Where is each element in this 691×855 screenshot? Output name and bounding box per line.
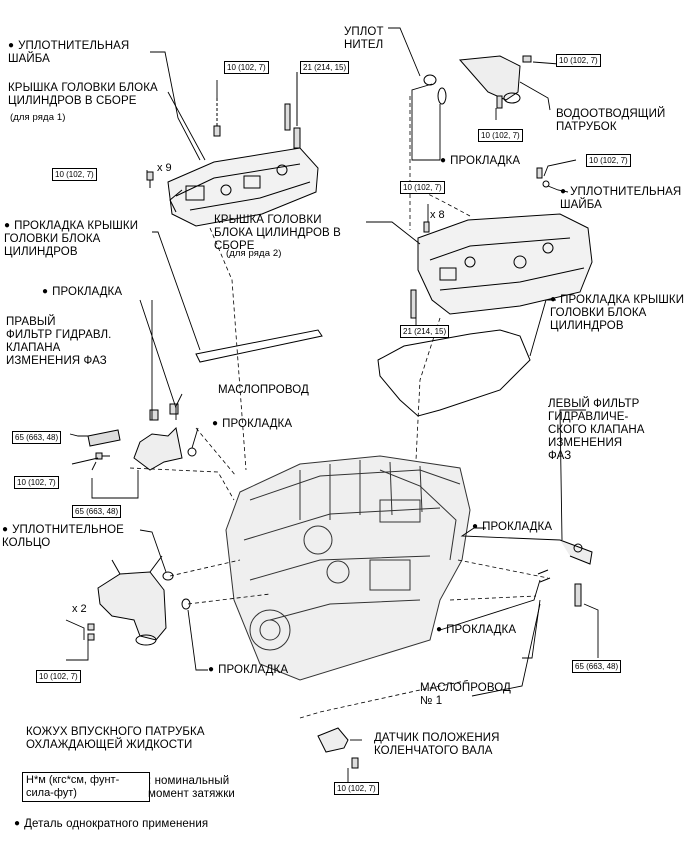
- label-water-outlet: ВОДООТВОДЯЩИЙ ПАТРУБОК: [556, 108, 666, 133]
- label-cover-bank2: КРЫШКА ГОЛОВКИ БЛОКА ЦИЛИНДРОВ В СБОРЕ: [214, 214, 341, 252]
- torque-box: 10 (102, 7): [224, 61, 269, 74]
- crankshaft-position-sensor: [317, 727, 359, 769]
- torque-box: 10 (102, 7): [52, 168, 97, 181]
- cover-gasket-right-shape: [377, 329, 531, 417]
- legend-unit-box: Н*м (кгс*см, фунт- сила-фут): [22, 772, 150, 802]
- legend-note: Деталь однократного применения: [14, 818, 208, 831]
- label-seal-ring: УПЛОТНИТЕЛЬНОЕ КОЛЬЦО: [2, 524, 124, 550]
- label-seal-top: УПЛОТ НИТЕЛ: [344, 26, 384, 51]
- coolant-inlet-housing: [97, 555, 167, 646]
- torque-box: 65 (663, 48): [572, 660, 622, 673]
- label-oil-pipe: МАСЛОПРОВОД: [218, 384, 309, 396]
- label-gasket-bottom: ПРОКЛАДКА: [208, 664, 288, 677]
- label-gasket-cover-left: ПРОКЛАДКА КРЫШКИ ГОЛОВКИ БЛОКА ЦИЛИНДРОВ: [4, 220, 138, 259]
- torque-box: 10 (102, 7): [36, 670, 81, 683]
- label-washer-left: УПЛОТНИТЕЛЬНАЯ ШАЙБА: [8, 40, 129, 66]
- label-oil-pipe-1: МАСЛОПРОВОД № 1: [420, 682, 511, 707]
- label-left-filter: ЛЕВЫЙ ФИЛЬТР ГИДРАВЛИЧЕ- СКОГО КЛАПАНА И…: [548, 398, 645, 462]
- multiplier-x2: x 2: [72, 603, 87, 615]
- water-outlet-shape: [458, 55, 532, 109]
- label-gasket-left-filter: ПРОКЛАДКА: [42, 286, 122, 299]
- torque-box: 10 (102, 7): [478, 129, 523, 142]
- cylinder-head-cover-bank2: [417, 213, 593, 315]
- label-cover-bank2-note: (для ряда 2): [226, 248, 282, 259]
- label-gasket-top-right: ПРОКЛАДКА: [440, 155, 520, 168]
- torque-box: 10 (102, 7): [556, 54, 601, 67]
- label-cover-bank1-note: (для ряда 1): [10, 112, 66, 123]
- label-crank-sensor: ДАТЧИК ПОЛОЖЕНИЯ КОЛЕНЧАТОГО ВАЛА: [374, 732, 500, 757]
- label-gasket-right-filter: ПРОКЛАДКА: [472, 521, 552, 534]
- engine-block: [225, 455, 471, 681]
- torque-box: 10 (102, 7): [14, 476, 59, 489]
- torque-box: 10 (102, 7): [334, 782, 379, 795]
- torque-box: 10 (102, 7): [400, 181, 445, 194]
- label-right-filter: ПРАВЫЙ ФИЛЬТР ГИДРАВЛ. КЛАПАНА ИЗМЕНЕНИЯ…: [6, 316, 112, 367]
- label-coolant-housing: КОЖУХ ВПУСКНОГО ПАТРУБКА ОХЛАЖДАЮЩЕЙ ЖИД…: [26, 726, 205, 751]
- label-gasket-oil-pipe: ПРОКЛАДКА: [212, 418, 292, 431]
- cylinder-head-cover-bank1: [167, 147, 319, 227]
- label-gasket-cover-right: ПРОКЛАДКА КРЫШКИ ГОЛОВКИ БЛОКА ЦИЛИНДРОВ: [550, 294, 684, 333]
- bolts-bank1: [146, 72, 301, 188]
- torque-box: 65 (663, 48): [72, 505, 122, 518]
- multiplier-x8: x 8: [430, 209, 445, 221]
- torque-box: 21 (214, 15): [400, 325, 450, 338]
- torque-box: 21 (214, 15): [300, 61, 350, 74]
- multiplier-x9: x 9: [157, 162, 172, 174]
- label-gasket-right-lower: ПРОКЛАДКА: [436, 624, 516, 637]
- label-cover-bank1: КРЫШКА ГОЛОВКИ БЛОКА ЦИЛИНДРОВ В СБОРЕ: [8, 82, 158, 107]
- legend-description: : номинальный момент затяжки: [148, 775, 235, 800]
- torque-box: 10 (102, 7): [586, 154, 631, 167]
- cover-gasket-left-shape: [195, 329, 323, 363]
- label-washer-right: УПЛОТНИТЕЛЬНАЯ ШАЙБА: [560, 186, 681, 212]
- torque-box: 65 (663, 48): [12, 431, 62, 444]
- dashed-alignment-lines: [129, 96, 549, 719]
